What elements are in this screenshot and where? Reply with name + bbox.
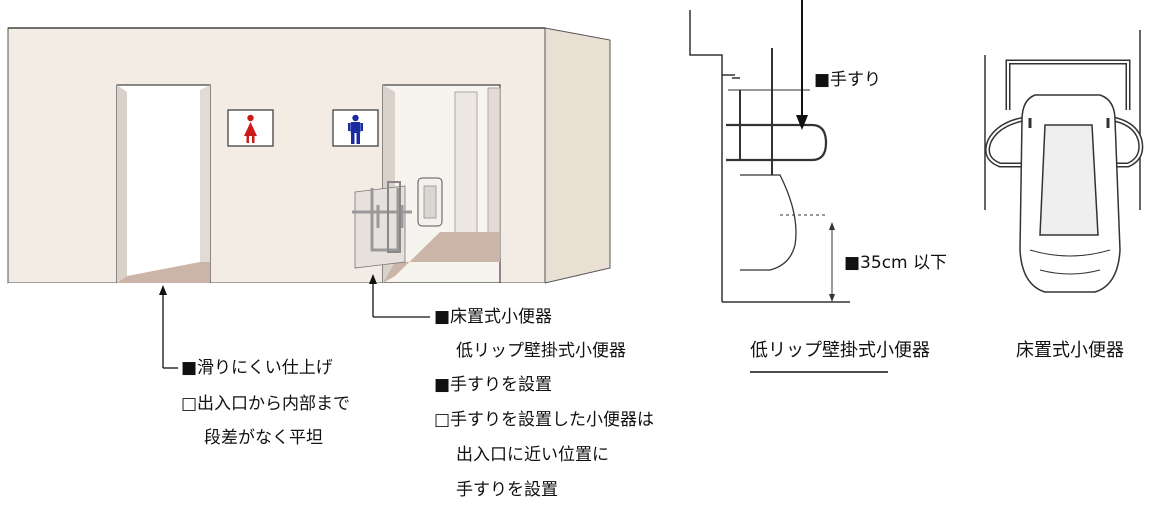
floor (8, 283, 545, 300)
male-figure-icon (348, 114, 363, 144)
label-handrail-install: ■手すりを設置 (434, 375, 553, 395)
label-entrance-flat-2: 段差がなく平坦 (204, 428, 323, 448)
caption-wall-hung-urinal: 低リップ壁掛式小便器 (750, 340, 930, 361)
male-sign (332, 109, 379, 147)
urinal-with-handrails (352, 177, 443, 269)
restroom-wall-scene (7, 27, 611, 300)
label-low-lip-urinal: 低リップ壁掛式小便器 (456, 341, 626, 361)
side-wall (544, 27, 611, 284)
womens-doorway-floor (117, 262, 210, 283)
label-handrail: ■手すり (814, 70, 882, 90)
womens-doorway (116, 84, 211, 284)
wall-hung-urinal-detail (689, 10, 850, 303)
label-floor-urinal: ■床置式小便器 (434, 307, 553, 327)
label-near-entrance-2: 出入口に近い位置に (456, 445, 609, 465)
mens-doorway-floor (383, 232, 500, 283)
label-near-entrance-1: □手すりを設置した小便器は (434, 410, 655, 430)
female-figure-icon (244, 114, 257, 143)
label-height-limit: ■35cm 以下 (844, 253, 948, 273)
leader-lines (159, 274, 430, 369)
label-entrance-flat-1: □出入口から内部まで (181, 394, 351, 414)
caption-floor-standing-urinal: 床置式小便器 (1016, 340, 1124, 361)
label-non-slip-floor: ■滑りにくい仕上げ (181, 358, 333, 378)
label-near-entrance-3: 手すりを設置 (456, 480, 558, 500)
floor-standing-urinal-detail (984, 30, 1144, 293)
handrail-arrow (796, 0, 808, 130)
female-sign (227, 109, 274, 147)
